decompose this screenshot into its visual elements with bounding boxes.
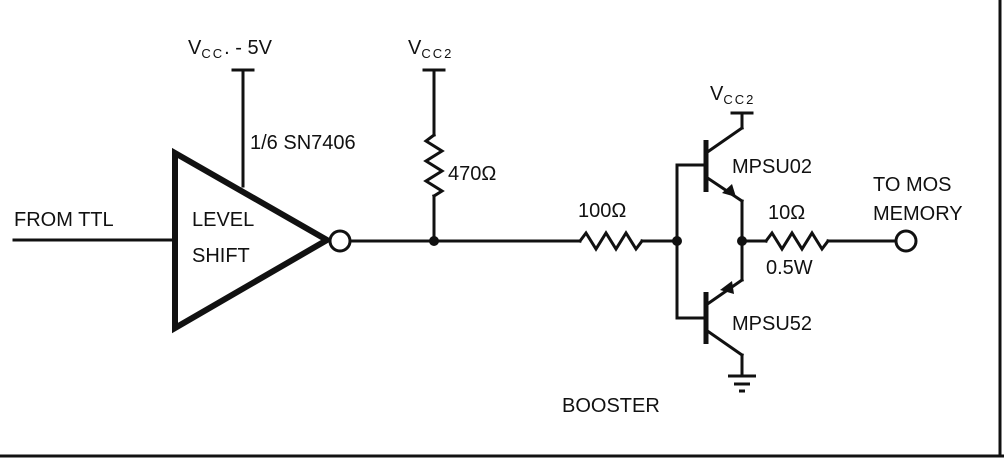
vcc-left-label: VCC. - 5V xyxy=(188,37,273,61)
top-transistor-collector xyxy=(703,125,745,156)
output-resistor xyxy=(763,230,831,252)
output-label-line2: MEMORY xyxy=(873,203,963,225)
top-emitter-arrow xyxy=(722,184,736,197)
inverter-bubble xyxy=(328,229,352,253)
output-resistor-value: 10Ω xyxy=(768,202,805,224)
ground-icon xyxy=(728,374,756,393)
base-resistor-label: 100Ω xyxy=(578,200,626,222)
bottom-transistor-emitter xyxy=(703,277,745,308)
bottom-transistor-label: MPSU52 xyxy=(732,313,812,335)
output-resistor-power: 0.5W xyxy=(766,257,813,279)
bottom-transistor-collector xyxy=(703,327,745,358)
pullup-resistor xyxy=(423,132,445,199)
level-shift-buffer xyxy=(172,147,334,334)
top-transistor-emitter xyxy=(703,174,745,204)
booster-label: BOOSTER xyxy=(562,395,660,417)
vcc2-pullup-label: VCC2 xyxy=(408,37,453,61)
output-label-line1: TO MOS xyxy=(873,174,952,196)
base-resistor xyxy=(577,230,645,252)
vcc2-booster-label: VCC2 xyxy=(710,83,755,107)
gate-label-line2: SHIFT xyxy=(192,245,250,267)
pullup-resistor-label: 470Ω xyxy=(448,163,496,185)
output-terminal xyxy=(894,229,918,253)
gate-label-line1: LEVEL xyxy=(192,209,254,231)
input-label: FROM TTL xyxy=(14,209,114,231)
gate-part-label: 1/6 SN7406 xyxy=(250,132,356,154)
bottom-emitter-arrow xyxy=(720,281,734,294)
top-transistor-label: MPSU02 xyxy=(732,156,812,178)
